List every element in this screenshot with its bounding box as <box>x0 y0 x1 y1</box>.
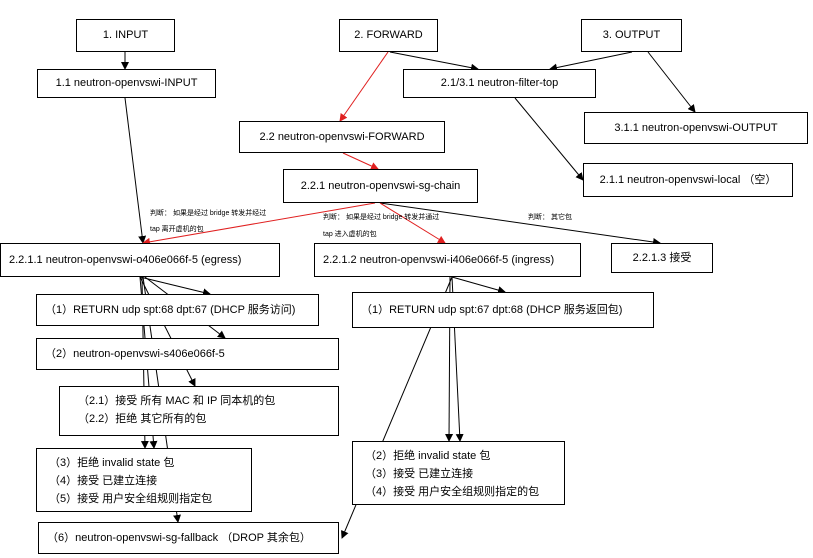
ingress-judgement-note-line-1: 判断： 如果是经过 bridge 转发并通过 <box>323 214 440 221</box>
egress-rule-2-1: （2.1）接受 所有 MAC 和 IP 同本机的包 <box>78 395 276 407</box>
arrow-forward-to-filter-top <box>389 51 479 72</box>
chain-egress: 2.2.1.1 neutron-openvswi-o406e066f-5 (eg… <box>0 243 280 277</box>
red-arrow-neutron-forward-to-sg-chain <box>342 152 379 170</box>
egress-rule-2-2: （2.2）拒绝 其它所有的包 <box>78 413 207 425</box>
chain-ingress: 2.2.1.2 neutron-openvswi-i406e066f-5 (in… <box>314 243 581 277</box>
arrow-output-to-neutron-output <box>647 51 696 113</box>
egress-rule-1: （1）RETURN udp spt:68 dpt:67 (DHCP 服务访问) <box>36 294 319 326</box>
red-arrow-sg-chain-to-ingress <box>379 202 446 244</box>
chain-forward: 2. FORWARD <box>339 19 438 52</box>
red-arrow-sg-chain-to-egress <box>142 202 376 246</box>
egress-rule-2: （2）neutron-openvswi-s406e066f-5 <box>36 338 339 370</box>
egress-rule-5: （5）接受 用户安全组规则指定包 <box>49 493 213 505</box>
arrow-sg-chain-to-accept <box>379 202 661 246</box>
arrow-output-to-filter-top <box>549 51 633 72</box>
chain-input: 1. INPUT <box>76 19 175 52</box>
ingress-rule-1: （1）RETURN udp spt:67 dpt:68 (DHCP 服务返回包) <box>352 292 654 328</box>
egress-judgement-note-line-1: 判断： 如果是经过 bridge 转发并经过 <box>150 210 267 217</box>
egress-rule-3: （3）拒绝 invalid state 包 <box>49 457 175 469</box>
other-judgement-note: 判断： 其它包 <box>528 214 572 221</box>
ingress-judgement-note-line-2: tap 进入虚机的包 <box>323 231 377 238</box>
chain-filter-top: 2.1/3.1 neutron-filter-top <box>403 69 596 98</box>
chain-output: 3. OUTPUT <box>581 19 682 52</box>
chain-neutron-forward: 2.2 neutron-openvswi-FORWARD <box>239 121 445 153</box>
egress-rules-3-5: （3）拒绝 invalid state 包 （4）接受 已建立连接 （5）接受 … <box>36 448 252 512</box>
ingress-rule-2: （2）拒绝 invalid state 包 <box>365 450 491 462</box>
arrow-filter-top-to-local <box>514 97 584 181</box>
ingress-rule-3: （3）接受 已建立连接 <box>365 468 474 480</box>
egress-rule-6-fallback: （6）neutron-openvswi-sg-fallback （DROP 其余… <box>38 522 339 554</box>
red-arrow-forward-to-neutron-forward <box>339 51 389 122</box>
arrow-ingress-to-r1 <box>451 276 506 294</box>
ingress-rule-4: （4）接受 用户安全组规则指定的包 <box>365 486 540 498</box>
arrow-neutron-input-to-egress <box>124 97 147 244</box>
egress-rule-4: （4）接受 已建立连接 <box>49 475 158 487</box>
arrow-egress-to-r1 <box>139 276 211 297</box>
egress-judgement-note-line-2: tap 离开虚机的包 <box>150 226 204 233</box>
chain-neutron-input: 1.1 neutron-openvswi-INPUT <box>37 69 216 98</box>
chain-local: 2.1.1 neutron-openvswi-local （空） <box>583 163 793 197</box>
ingress-rules-2-4: （2）拒绝 invalid state 包 （3）接受 已建立连接 （4）接受 … <box>352 441 565 505</box>
chain-neutron-output: 3.1.1 neutron-openvswi-OUTPUT <box>584 112 808 144</box>
egress-rule-2-sub: （2.1）接受 所有 MAC 和 IP 同本机的包 （2.2）拒绝 其它所有的包 <box>59 386 339 436</box>
chain-sg-chain: 2.2.1 neutron-openvswi-sg-chain <box>283 169 478 203</box>
chain-accept: 2.2.1.3 接受 <box>611 243 713 273</box>
